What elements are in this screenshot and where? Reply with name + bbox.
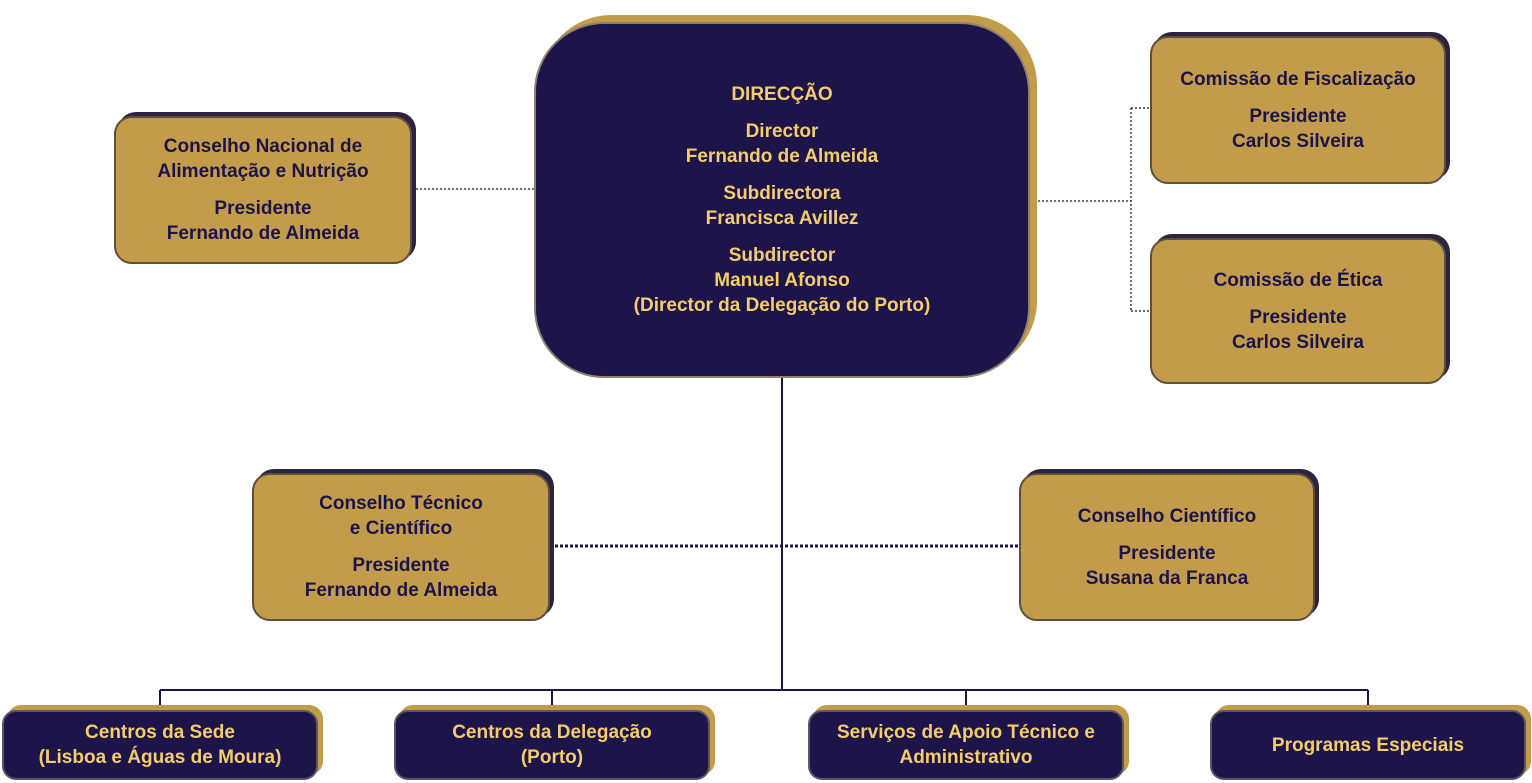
centros-sede-line2: (Lisboa e Águas de Moura) xyxy=(38,747,282,768)
tecnico-name: Fernando de Almeida xyxy=(304,580,498,601)
subdirector-note: (Director da Delegação do Porto) xyxy=(633,295,931,316)
tecnico-title-line2: e Científico xyxy=(349,518,453,539)
fiscalizacao-title: Comissão de Fiscalização xyxy=(1180,68,1416,90)
centros-delegacao-box: Centros da Delegação (Porto) xyxy=(394,710,710,780)
subdirectora-role: Subdirectora xyxy=(723,183,841,204)
servicos-apoio-line2: Administrativo xyxy=(899,747,1033,768)
etica-title: Comissão de Ética xyxy=(1213,269,1383,291)
tecnico-role: Presidente xyxy=(352,555,450,576)
centros-sede-box: Centros da Sede (Lisboa e Águas de Moura… xyxy=(2,710,318,780)
etica-name: Carlos Silveira xyxy=(1231,331,1365,353)
cnan-box: Conselho Nacional de Alimentação e Nutri… xyxy=(114,116,412,264)
fiscalizacao-box: Comissão de Fiscalização Presidente Carl… xyxy=(1150,36,1446,184)
etica-box: Comissão de Ética Presidente Carlos Silv… xyxy=(1150,238,1446,384)
servicos-apoio-box: Serviços de Apoio Técnico e Administrati… xyxy=(808,710,1124,780)
subdirectora-name: Francisca Avillez xyxy=(705,208,859,229)
servicos-apoio-line1: Serviços de Apoio Técnico e xyxy=(837,722,1095,743)
etica-role: Presidente xyxy=(1249,306,1347,328)
programas-especiais-box: Programas Especiais xyxy=(1210,710,1526,780)
centros-delegacao-line1: Centros da Delegação xyxy=(452,722,652,743)
cnan-title-line1: Conselho Nacional de xyxy=(163,136,363,157)
fiscalizacao-role: Presidente xyxy=(1249,105,1347,127)
subdirector-name: Manuel Afonso xyxy=(714,270,850,291)
fiscalizacao-name: Carlos Silveira xyxy=(1231,130,1365,152)
director-role: Director xyxy=(745,121,819,142)
cnan-name: Fernando de Almeida xyxy=(166,223,360,244)
cnan-title-line2: Alimentação e Nutrição xyxy=(157,161,369,182)
tecnico-box: Conselho Técnico e Científico Presidente… xyxy=(252,473,550,621)
director-name: Fernando de Almeida xyxy=(685,146,879,167)
cientifico-name: Susana da Franca xyxy=(1085,567,1249,589)
direccao-title: DIRECÇÃO xyxy=(731,84,833,105)
tecnico-title-line1: Conselho Técnico xyxy=(319,493,483,514)
programas-especiais-label: Programas Especiais xyxy=(1271,734,1465,756)
centros-sede-line1: Centros da Sede xyxy=(85,722,235,743)
cientifico-role: Presidente xyxy=(1118,542,1216,564)
cientifico-title: Conselho Científico xyxy=(1077,505,1257,527)
subdirector-role: Subdirector xyxy=(728,245,836,266)
cientifico-box: Conselho Científico Presidente Susana da… xyxy=(1019,473,1315,621)
direccao-box: DIRECÇÃO Director Fernando de Almeida Su… xyxy=(534,22,1030,378)
cnan-role: Presidente xyxy=(214,198,312,219)
centros-delegacao-line2: (Porto) xyxy=(520,747,584,768)
